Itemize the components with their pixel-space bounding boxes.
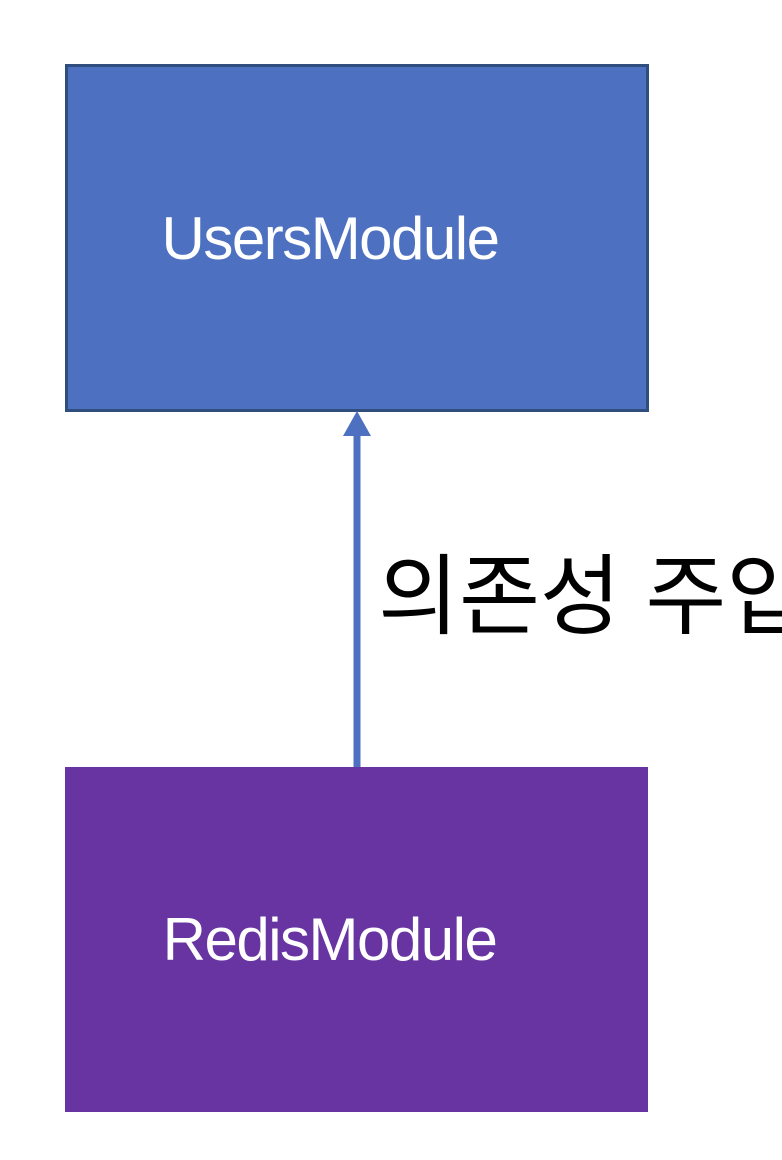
node-redis-module-label: RedisModule [162, 906, 498, 973]
edge-label: 의존성 주입 [378, 547, 782, 646]
node-users-module-label: UsersModule [161, 204, 500, 272]
node-users-module: UsersModule [65, 64, 649, 412]
node-redis-module: RedisModule [65, 767, 648, 1112]
dependency-arrow-head-icon [343, 411, 371, 436]
